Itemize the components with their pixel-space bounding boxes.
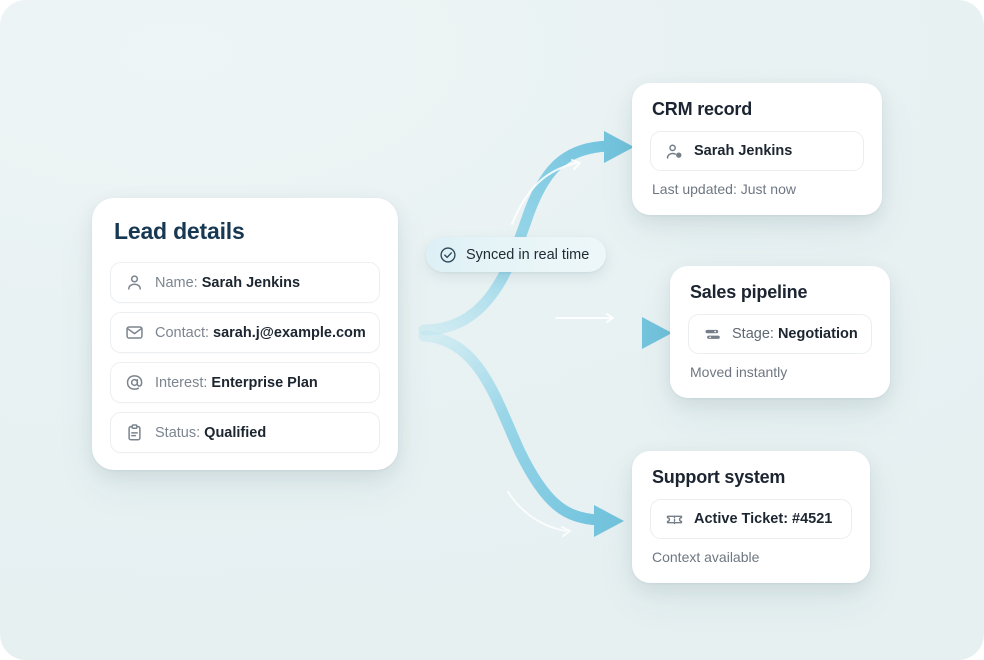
sales-pipeline-card: Sales pipeline Stage: Negotiation Moved … [670,266,890,398]
lead-row-contact[interactable]: Contact: sarah.j@example.com [110,312,380,353]
lead-row-name-value: Sarah Jenkins [201,274,301,291]
lead-row-name[interactable]: Name: Sarah Jenkins [110,262,380,303]
crm-record-pill-value: Sarah Jenkins [694,143,793,159]
sliders-icon [703,325,722,344]
crm-record-card: CRM record Sarah Jenkins Last updated: J… [632,83,882,215]
crm-record-pill[interactable]: Sarah Jenkins [650,131,864,171]
support-system-card: Support system Active Ticket: #4521 Cont… [632,451,870,583]
envelope-icon [125,323,144,342]
sales-pipeline-note: Moved instantly [690,364,788,380]
user-check-icon [665,142,684,161]
lead-details-card: Lead details Name: Sarah Jenkins [92,198,398,470]
lead-row-interest[interactable]: Interest: Enterprise Plan [110,362,380,403]
lead-details-title: Lead details [114,218,245,244]
sales-pipeline-pill[interactable]: Stage: Negotiation [688,314,872,354]
synced-status-label: Synced in real time [466,246,590,263]
lead-row-contact-label: Contact: [155,324,209,341]
lead-row-status-label: Status: [155,424,201,441]
lead-row-status[interactable]: Status: Qualified [110,412,380,453]
lead-details-rows: Name: Sarah Jenkins Contact: sarah.j@exa… [110,262,380,453]
synced-status-badge: Synced in real time [426,237,607,272]
check-circle-icon [439,246,457,264]
support-system-note: Context available [652,549,760,565]
sales-pipeline-title: Sales pipeline [690,282,808,302]
crm-record-note: Last updated: Just now [652,181,796,197]
clipboard-icon [125,423,144,442]
crm-record-title: CRM record [652,99,753,119]
lead-row-name-label: Name: [155,274,198,291]
lead-row-interest-label: Interest: [155,374,208,391]
support-system-pill-value: Active Ticket: #4521 [694,511,833,527]
sales-pipeline-pill-label: Stage: [732,326,774,342]
sales-pipeline-pill-value: Negotiation [777,326,858,342]
lead-row-contact-value: sarah.j@example.com [213,324,365,341]
lead-row-interest-value: Enterprise Plan [211,374,318,391]
user-icon [125,273,144,292]
at-sign-icon [125,373,144,392]
lead-row-status-value: Qualified [204,424,267,441]
ticket-icon [665,510,684,529]
support-system-title: Support system [652,467,786,487]
support-system-pill[interactable]: Active Ticket: #4521 [650,499,852,539]
